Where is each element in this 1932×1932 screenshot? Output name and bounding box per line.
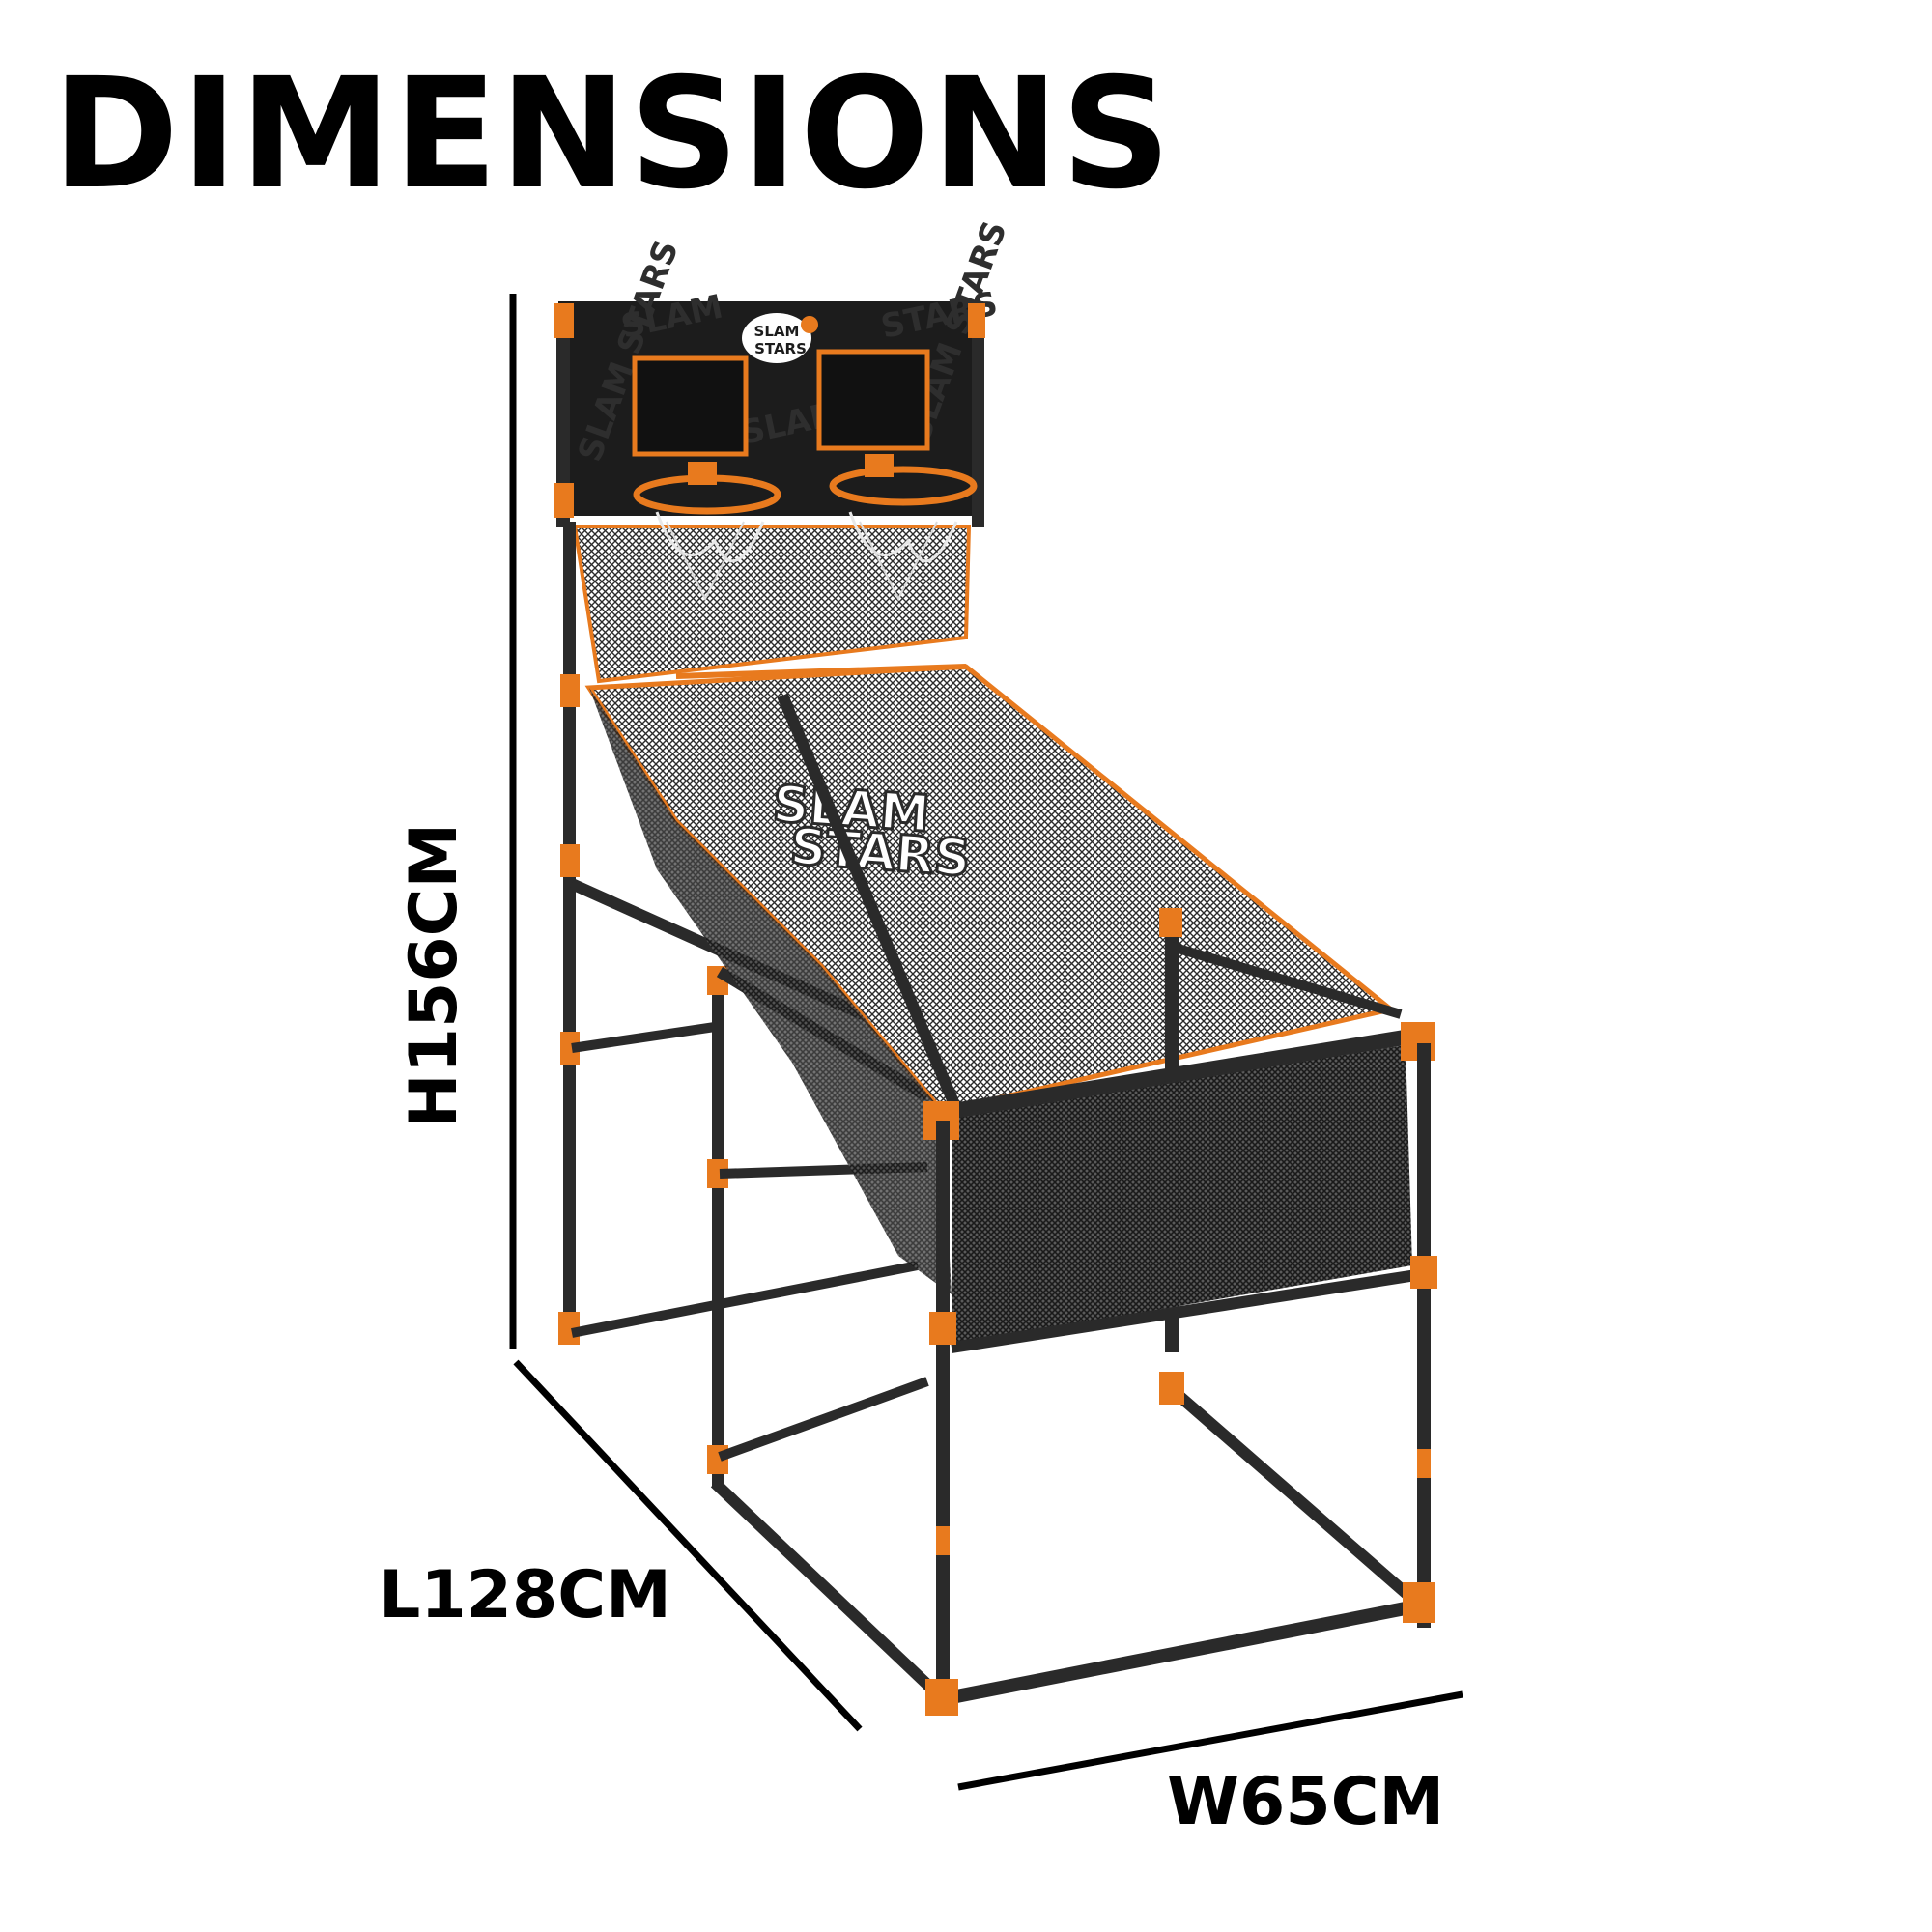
svg-text:STARS: STARS: [754, 340, 807, 357]
ball-return: [923, 1022, 1437, 1710]
height-label: H156CM: [396, 822, 472, 1129]
length-label: L128CM: [379, 1557, 671, 1634]
brand-logo: SLAM STARS: [742, 313, 818, 363]
length-dimension-line: [513, 1359, 863, 1732]
page-title: DIMENSIONS: [52, 45, 1174, 223]
svg-text:STARS: STARS: [788, 818, 972, 889]
net-logo: SLAM STARS: [770, 774, 974, 890]
left-hoop: [633, 462, 781, 602]
width-dimension-line: [957, 1690, 1463, 1791]
svg-text:SLAM: SLAM: [771, 775, 931, 843]
right-target-square: [816, 349, 930, 451]
back-frame: [554, 303, 985, 527]
width-label: W65CM: [1167, 1764, 1445, 1840]
upper-back-net: [572, 525, 972, 684]
left-target-square: [632, 355, 749, 457]
svg-text:SLAM: SLAM: [754, 323, 800, 340]
base-frame: [710, 1372, 1435, 1716]
right-hoop: [829, 454, 978, 602]
side-net: [589, 688, 952, 1294]
